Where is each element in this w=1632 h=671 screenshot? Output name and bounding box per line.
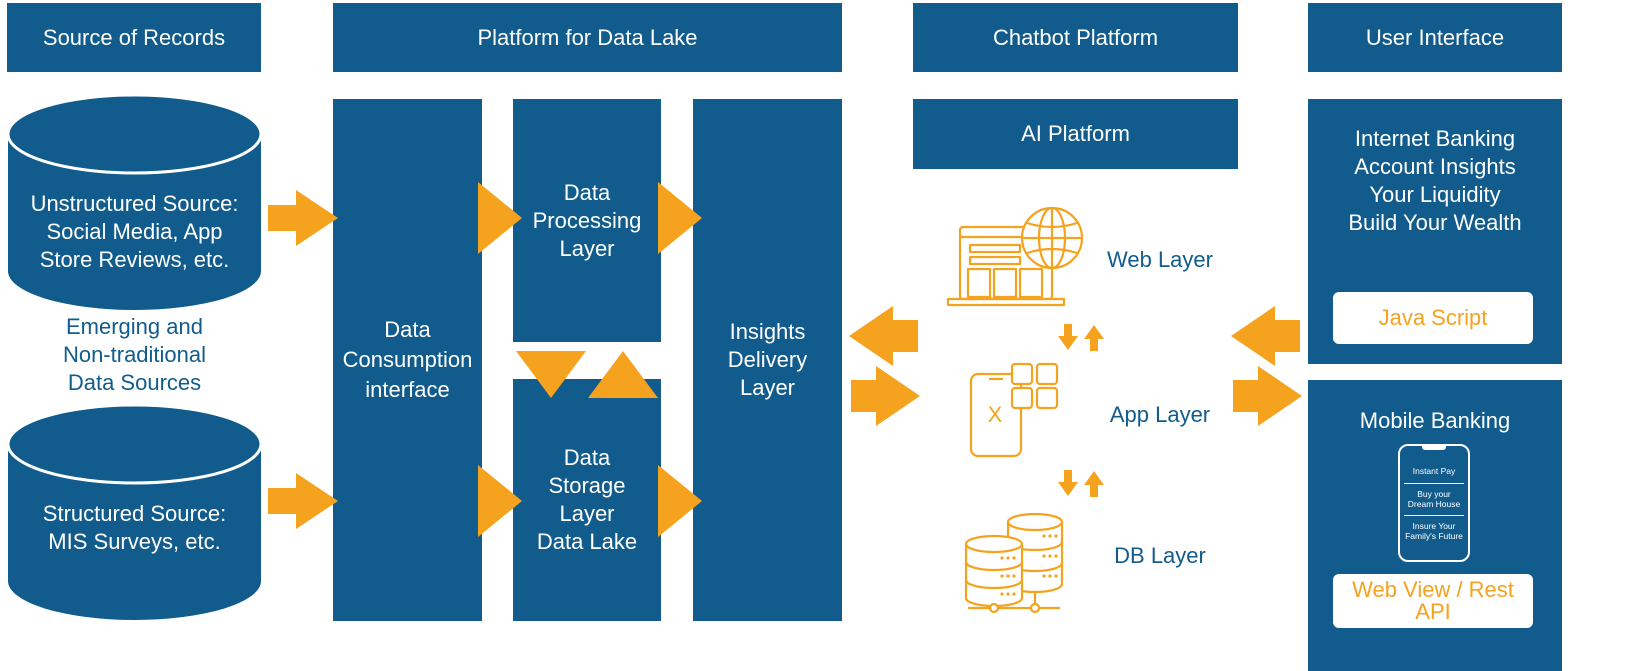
mobile-banking-panel: Mobile Banking Instant Pay Buy your Drea…: [1308, 380, 1562, 671]
header-source-of-records-label: Source of Records: [42, 24, 226, 50]
arrow-down-icon: [1058, 324, 1078, 350]
processing-line-3: Layer: [559, 235, 615, 261]
arrow-down-icon: [516, 351, 586, 398]
storage-line-1: Data: [563, 445, 611, 470]
header-ui-label: User Interface: [1365, 24, 1505, 50]
ai-platform-label: AI Platform: [1021, 121, 1130, 146]
consumption-line-2: Consumption: [342, 347, 473, 372]
mobile-banking-title: Mobile Banking: [1359, 408, 1511, 433]
emerging-line-2: Non-traditional: [62, 342, 207, 367]
arrow-left-icon: [1231, 306, 1300, 366]
arrow-right-icon: [268, 473, 338, 529]
internet-banking-line-4: Build Your Wealth: [1348, 210, 1522, 235]
arrow-up-icon: [1084, 325, 1104, 351]
header-chatbot-platform: Chatbot Platform: [913, 3, 1238, 72]
web-view-line-2: API: [1415, 599, 1451, 624]
mobile-app-icon: X: [969, 362, 1059, 458]
phone-item-family-future: Insure Your Family's Future: [1404, 521, 1464, 541]
storage-line-4: Data Lake: [536, 529, 638, 554]
insights-line-3: Layer: [739, 375, 796, 400]
arrow-right-icon: [268, 190, 338, 246]
internet-banking-panel: Internet Banking Account Insights Your L…: [1308, 99, 1562, 364]
java-script-button: Java Script: [1333, 292, 1533, 344]
internet-banking-line-3: Your Liquidity: [1369, 182, 1501, 207]
phone-item-text: Instant Pay: [1412, 466, 1456, 476]
arrow-right-icon: [478, 182, 522, 254]
structured-source-label: Structured Source: MIS Surveys, etc.: [8, 500, 261, 556]
internet-banking-text: Internet Banking Account Insights Your L…: [1308, 125, 1562, 237]
java-script-label: Java Script: [1378, 305, 1488, 330]
header-source-of-records: Source of Records: [7, 3, 261, 72]
phone-notch: [1422, 446, 1446, 450]
emerging-line-3: Data Sources: [67, 370, 202, 395]
svg-text:X: X: [988, 402, 1003, 427]
emerging-sources-label: Emerging and Non-traditional Data Source…: [8, 313, 261, 397]
phone-item-text: Insure Your: [1412, 521, 1456, 531]
web-view-line-1: Web View / Rest: [1352, 577, 1514, 602]
processing-line-2: Processing: [532, 207, 642, 233]
header-chatbot-label: Chatbot Platform: [992, 24, 1159, 50]
header-platform-label: Platform for Data Lake: [477, 24, 698, 50]
arrow-right-icon: [658, 182, 702, 254]
consumption-line-1: Data: [384, 317, 431, 342]
arrow-right-icon: [1233, 366, 1302, 426]
structured-line-2: MIS Surveys, etc.: [48, 529, 221, 554]
unstructured-line-2: Social Media, App: [46, 219, 223, 244]
internet-banking-line-1: Internet Banking: [1354, 126, 1516, 151]
web-globe-icon: [946, 206, 1084, 307]
data-processing-layer: Data Processing Layer: [513, 99, 661, 342]
emerging-line-1: Emerging and: [66, 314, 203, 339]
insights-line-1: Insights: [729, 319, 806, 344]
phone-item-dream-house: Buy your Dream House: [1404, 489, 1464, 509]
insights-delivery-layer: Insights Delivery Layer: [693, 99, 842, 621]
header-user-interface: User Interface: [1308, 3, 1562, 72]
arrow-up-icon: [588, 351, 658, 398]
arrow-right-icon: [478, 465, 522, 537]
unstructured-line-3: Store Reviews, etc.: [39, 247, 230, 272]
arrow-up-icon: [1084, 471, 1104, 497]
unstructured-source-label: Unstructured Source: Social Media, App S…: [8, 190, 261, 274]
db-layer-label: DB Layer: [1114, 543, 1206, 568]
arrow-left-icon: [849, 306, 918, 366]
ai-platform-box: AI Platform: [913, 99, 1238, 169]
phone-item-text: Dream House: [1407, 499, 1461, 509]
header-platform-for-data-lake: Platform for Data Lake: [333, 3, 842, 72]
consumption-line-3: interface: [365, 377, 450, 402]
web-view-rest-api-button: Web View / Rest API: [1333, 574, 1533, 628]
storage-line-2: Storage: [548, 473, 626, 498]
data-consumption-interface: Data Consumption interface: [333, 99, 482, 621]
processing-line-1: Data: [563, 179, 611, 205]
phone-mockup: Instant Pay Buy your Dream House Insure …: [1398, 444, 1470, 562]
database-server-icon: [964, 512, 1064, 614]
unstructured-line-1: Unstructured Source:: [30, 191, 239, 216]
arrow-down-icon: [1058, 470, 1078, 496]
structured-line-1: Structured Source:: [42, 501, 227, 526]
storage-line-3: Layer: [559, 501, 615, 526]
phone-item-instant-pay: Instant Pay: [1404, 466, 1464, 476]
phone-divider: [1404, 515, 1464, 516]
insights-line-2: Delivery: [727, 347, 808, 372]
phone-divider: [1404, 483, 1464, 484]
data-storage-layer: Data Storage Layer Data Lake: [513, 379, 661, 621]
arrow-right-icon: [851, 366, 920, 426]
phone-item-text: Family's Future: [1405, 531, 1463, 541]
app-layer-label: App Layer: [1109, 402, 1211, 427]
web-layer-label: Web Layer: [1107, 247, 1213, 272]
phone-item-text: Buy your: [1417, 489, 1451, 499]
arrow-right-icon: [658, 465, 702, 537]
internet-banking-line-2: Account Insights: [1354, 154, 1516, 179]
